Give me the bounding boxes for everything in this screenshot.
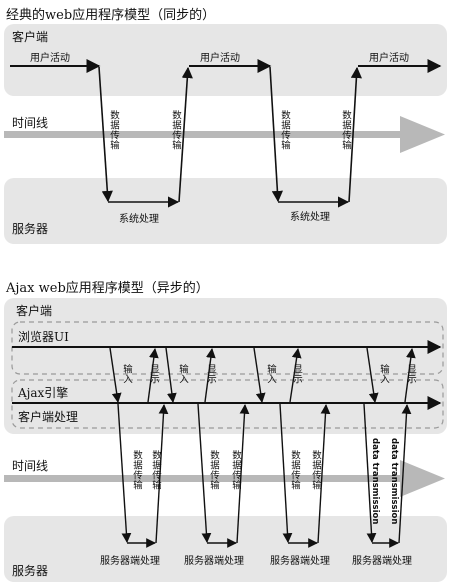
bottom-transfer-up-3 — [317, 404, 331, 544]
display-label-2: 显示 — [205, 364, 216, 384]
server-process-label-3: 服务器端处理 — [270, 556, 330, 567]
top-system-process-label-1: 系统处理 — [119, 214, 159, 225]
bottom-timeline-label: 时间线 — [12, 459, 49, 473]
top-transfer-label-4: 数据传输 — [340, 110, 351, 150]
display-arrow-3 — [289, 348, 302, 403]
display-arrow-2 — [204, 348, 216, 403]
ajax-engine-dashed-box — [11, 379, 444, 429]
top-client-panel — [4, 24, 447, 96]
input-label-3: 输入 — [265, 364, 276, 384]
display-arrow-4 — [404, 348, 416, 403]
top-user-activity-label-3: 用户活动 — [369, 53, 409, 64]
bottom-transfer-up-2 — [236, 404, 250, 544]
bottom-title: Ajax web应用程序模型（异步的） — [6, 281, 209, 296]
top-system-process-label-2: 系统处理 — [290, 212, 330, 223]
input-arrow-4 — [366, 347, 379, 403]
server-process-label-4: 服务器端处理 — [352, 556, 412, 567]
top-title: 经典的web应用程序模型（同步的） — [6, 8, 216, 23]
display-label-3: 显示 — [291, 364, 302, 384]
top-timeline-arrow — [4, 116, 445, 153]
top-transfer-down-1 — [98, 66, 113, 203]
server-process-label-2: 服务器端处理 — [184, 556, 244, 567]
server-process-label-1: 服务器端处理 — [100, 556, 160, 567]
input-label-4: 输入 — [378, 364, 389, 384]
bottom-server-label: 服务器 — [12, 564, 49, 578]
data-transmission-en-2: data transmission — [389, 438, 399, 525]
top-transfer-label-2: 数据传输 — [170, 110, 181, 150]
input-label-2: 输入 — [177, 364, 188, 384]
client-process-label: 客户端处理 — [18, 410, 79, 424]
bottom-transfer-down-2 — [197, 403, 212, 543]
bottom-transfer-label-5: 数据传输 — [289, 450, 300, 490]
top-user-activity-label-2: 用户活动 — [200, 53, 240, 64]
bottom-transfer-up-1 — [155, 404, 169, 544]
input-arrow-2 — [165, 347, 177, 403]
ajax-engine-label: Ajax引擎 — [18, 386, 69, 400]
bottom-server-panel — [4, 516, 447, 582]
bottom-transfer-down-1 — [117, 403, 132, 543]
browser-ui-label: 浏览器UI — [18, 330, 69, 344]
top-server-label: 服务器 — [12, 222, 49, 236]
display-label-4: 显示 — [405, 364, 416, 384]
top-transfer-label-3: 数据传输 — [279, 110, 290, 150]
bottom-transfer-label-6: 数据传输 — [310, 450, 321, 490]
bottom-timeline-arrow — [4, 460, 445, 497]
bottom-transfer-down-3 — [279, 403, 293, 543]
data-transmission-en-1: data transmission — [370, 438, 380, 525]
bottom-transfer-label-2: 数据传输 — [150, 450, 161, 490]
input-arrow-3 — [253, 347, 266, 403]
top-user-activity-label-1: 用户活动 — [30, 53, 70, 64]
top-transfer-down-2 — [269, 66, 283, 203]
display-label-1: 显示 — [148, 364, 159, 384]
top-server-panel — [4, 178, 447, 244]
bottom-transfer-label-3: 数据传输 — [208, 450, 219, 490]
top-transfer-up-2 — [348, 66, 362, 203]
top-client-label: 客户端 — [12, 30, 49, 44]
display-arrow-1 — [147, 348, 159, 403]
bottom-transfer-up-4 — [398, 404, 412, 544]
input-label-1: 输入 — [121, 364, 132, 384]
bottom-transfer-down-4 — [363, 403, 377, 543]
top-transfer-up-1 — [178, 66, 193, 203]
bottom-client-label: 客户端 — [16, 304, 53, 318]
top-transfer-label-1: 数据传输 — [108, 110, 119, 150]
input-arrow-1 — [109, 347, 122, 403]
bottom-transfer-label-1: 数据传输 — [131, 450, 142, 490]
top-timeline-label: 时间线 — [12, 116, 49, 130]
bottom-transfer-label-4: 数据传输 — [230, 450, 241, 490]
